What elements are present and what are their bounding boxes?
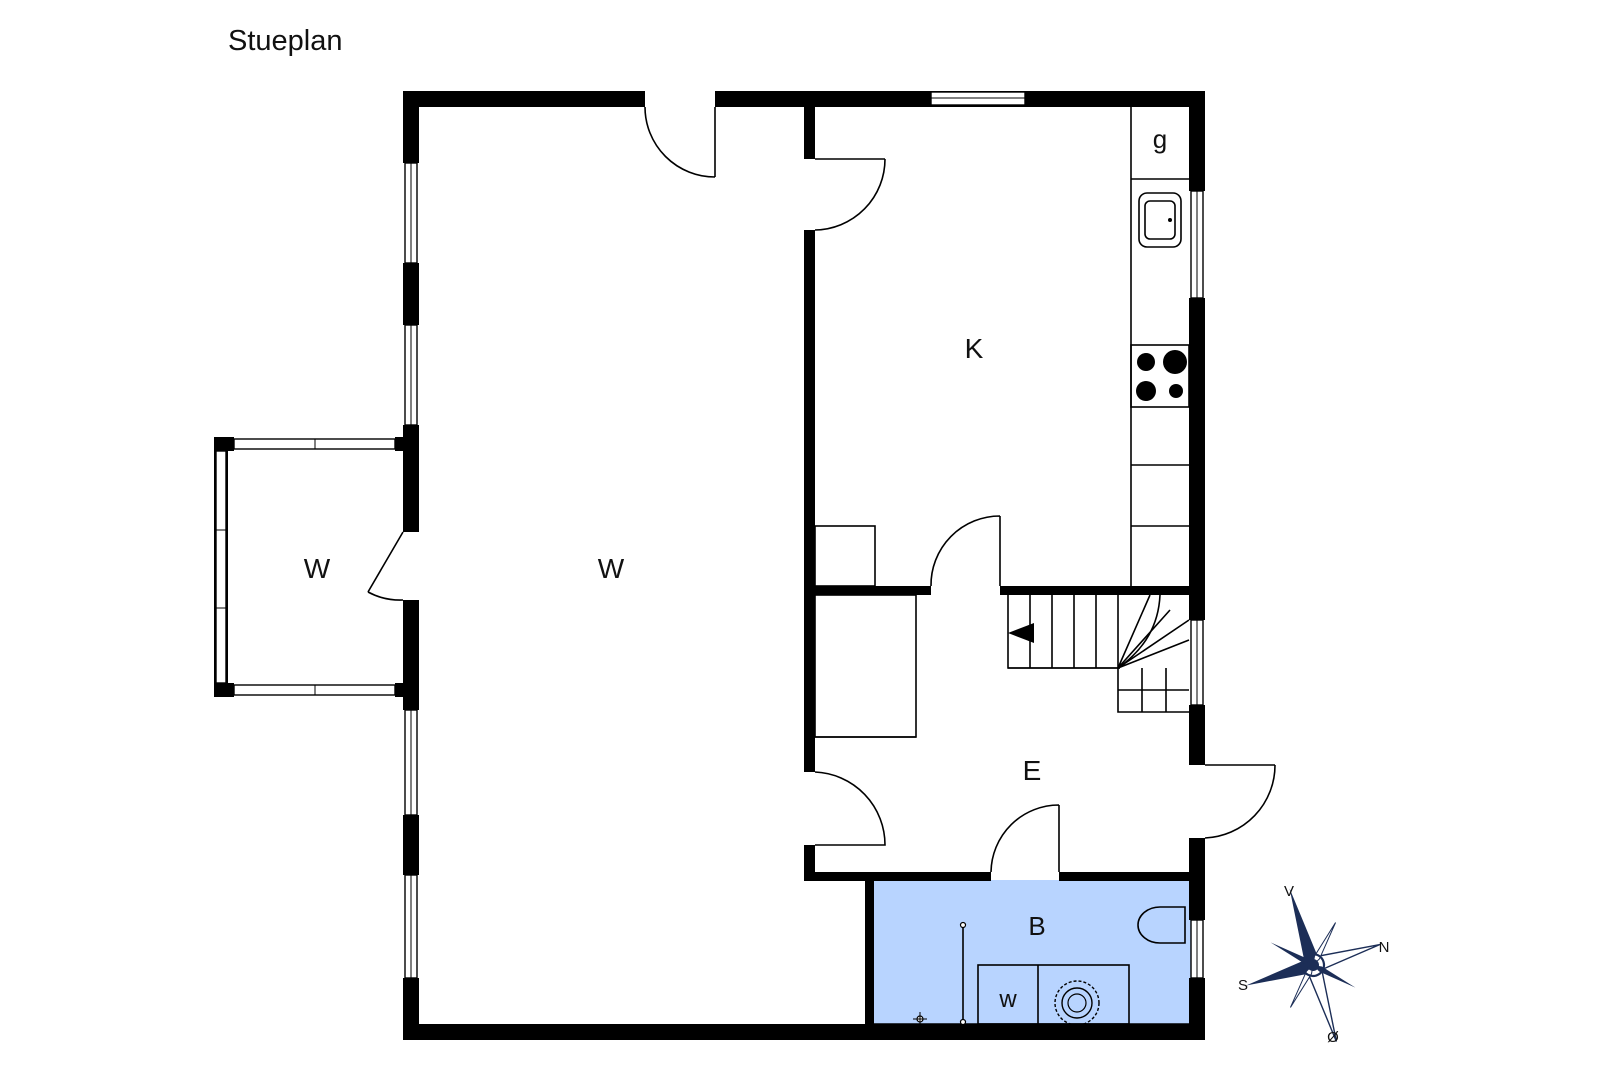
- room-label-bay: W: [304, 553, 331, 584]
- compass-rose: V N S Ø: [1238, 883, 1390, 1046]
- sink-icon: [1138, 192, 1182, 248]
- entry-fixtures: [814, 594, 917, 738]
- washbasin-icon: [1054, 980, 1100, 1026]
- doors: [367, 106, 1276, 873]
- staircase: [1007, 594, 1190, 713]
- room-label-kitchen-fridge: g: [1153, 124, 1167, 154]
- room-label-entry: E: [1023, 755, 1042, 786]
- plan-title: Stueplan: [228, 25, 343, 57]
- compass-north: N: [1379, 939, 1390, 956]
- stove-icon: [1136, 350, 1187, 401]
- bathroom-floor: [873, 880, 1191, 1027]
- stair-arrow-icon: [1008, 623, 1034, 643]
- bathroom-fixtures: [873, 906, 1189, 1026]
- interior-walls: [804, 107, 1190, 1026]
- drain-icon: [913, 1012, 927, 1026]
- kitchen-fixtures: [814, 107, 1190, 587]
- compass-south: S: [1238, 977, 1248, 994]
- windows: [215, 91, 1204, 979]
- compass-west: V: [1284, 883, 1294, 900]
- room-label-washer: w: [998, 986, 1017, 1013]
- toilet-icon: [1137, 906, 1186, 944]
- room-label-kitchen: K: [965, 333, 984, 364]
- outer-walls: [403, 91, 1205, 1040]
- room-label-bathroom: B: [1028, 911, 1045, 941]
- room-label-living-main: W: [598, 553, 625, 584]
- compass-east: Ø: [1327, 1029, 1339, 1046]
